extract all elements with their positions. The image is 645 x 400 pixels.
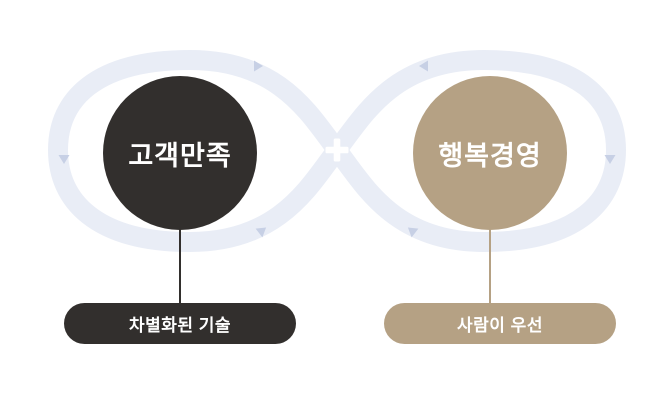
- plus-icon-vertical-bar: [333, 138, 341, 162]
- happy-management-label: 행복경영: [438, 140, 542, 171]
- flow-arrow-top-right: [419, 60, 428, 72]
- differentiated-technology-pill: 차별화된 기술: [64, 303, 296, 344]
- happy-management-circle: 행복경영: [413, 76, 567, 230]
- flow-arrow-far-left: [58, 155, 70, 164]
- customer-satisfaction-label: 고객만족: [128, 140, 232, 171]
- connector-line-left: [179, 229, 181, 304]
- flow-arrow-bottom-right: [407, 227, 419, 238]
- differentiated-technology-label: 차별화된 기술: [128, 316, 232, 335]
- connector-line-right: [489, 229, 491, 304]
- flow-arrow-top-left: [254, 60, 263, 72]
- flow-arrow-far-right: [604, 155, 616, 164]
- customer-satisfaction-circle: 고객만족: [103, 76, 257, 230]
- people-first-label: 사람이 우선: [457, 316, 543, 335]
- plus-icon: [325, 138, 349, 162]
- flow-arrow-bottom-left: [255, 227, 267, 238]
- people-first-pill: 사람이 우선: [384, 303, 616, 344]
